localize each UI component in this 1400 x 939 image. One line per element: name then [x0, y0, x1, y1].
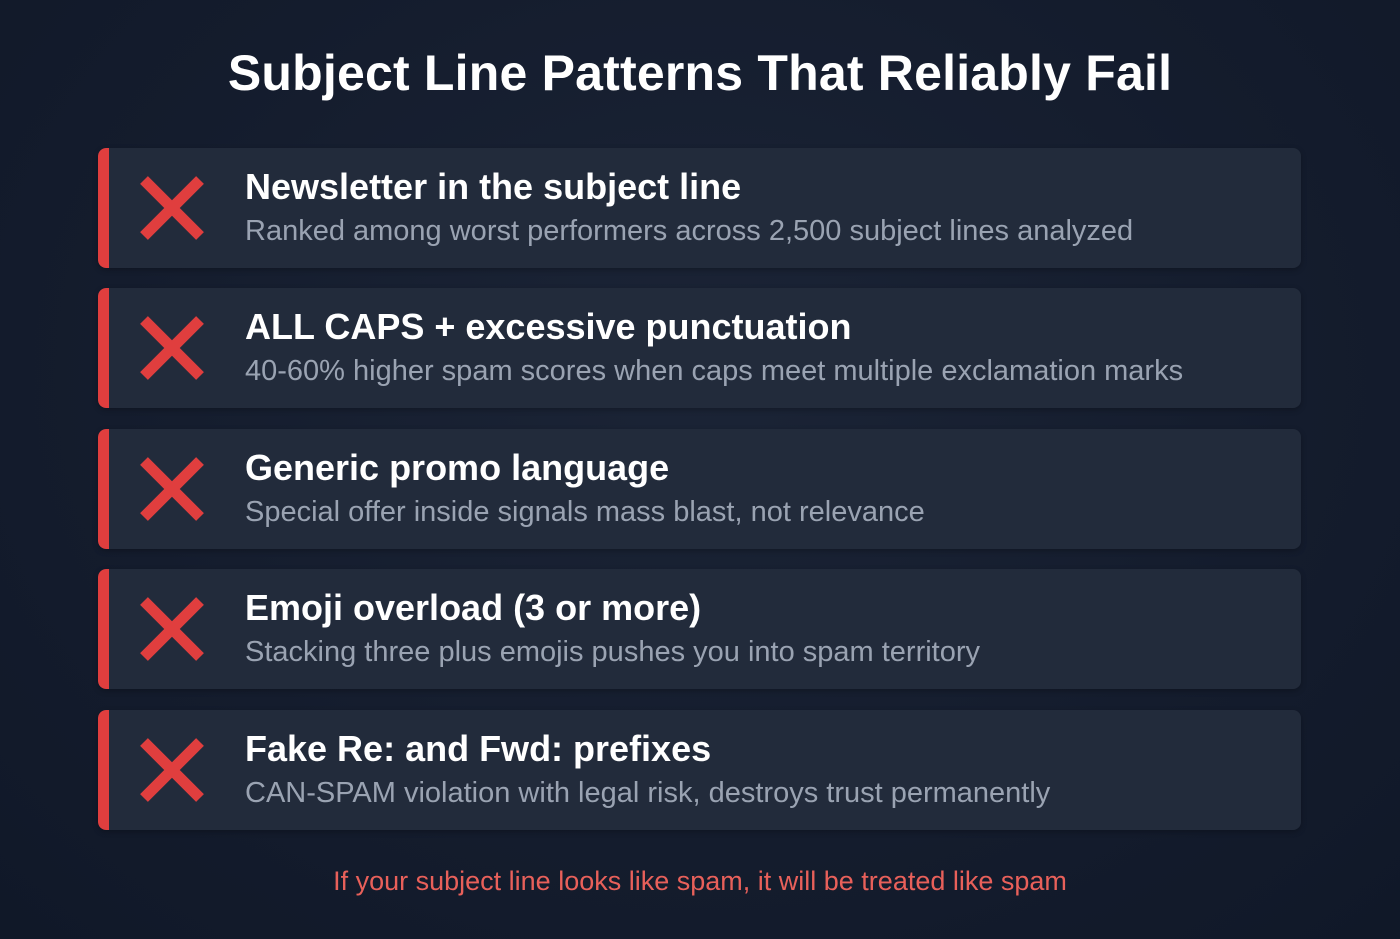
pattern-card: Fake Re: and Fwd: prefixes CAN-SPAM viol… [98, 710, 1301, 830]
pattern-heading: Generic promo language [245, 447, 670, 488]
pattern-description: 40-60% higher spam scores when caps meet… [245, 355, 1184, 387]
pattern-heading: Fake Re: and Fwd: prefixes [245, 728, 712, 769]
x-icon [140, 597, 204, 661]
accent-bar [98, 429, 109, 549]
pattern-card: Generic promo language Special offer ins… [98, 429, 1301, 549]
accent-bar [98, 148, 109, 268]
pattern-description: Special offer inside signals mass blast,… [245, 496, 925, 528]
pattern-description: Stacking three plus emojis pushes you in… [245, 636, 981, 668]
pattern-card: Newsletter in the subject line Ranked am… [98, 148, 1301, 268]
pattern-card: Emoji overload (3 or more) Stacking thre… [98, 569, 1301, 689]
x-icon [140, 316, 204, 380]
accent-bar [98, 710, 109, 830]
pattern-card: ALL CAPS + excessive punctuation 40-60% … [98, 288, 1301, 408]
page-title: Subject Line Patterns That Reliably Fail [227, 45, 1173, 101]
x-icon [140, 457, 204, 521]
footer-note: If your subject line looks like spam, it… [333, 866, 1067, 896]
pattern-heading: ALL CAPS + excessive punctuation [245, 306, 852, 347]
pattern-heading: Emoji overload (3 or more) [245, 587, 702, 628]
pattern-description: Ranked among worst performers across 2,5… [245, 215, 1134, 247]
accent-bar [98, 569, 109, 689]
pattern-heading: Newsletter in the subject line [245, 166, 742, 207]
x-icon [140, 176, 204, 240]
x-icon [140, 738, 204, 802]
accent-bar [98, 288, 109, 408]
pattern-description: CAN-SPAM violation with legal risk, dest… [245, 777, 1051, 809]
